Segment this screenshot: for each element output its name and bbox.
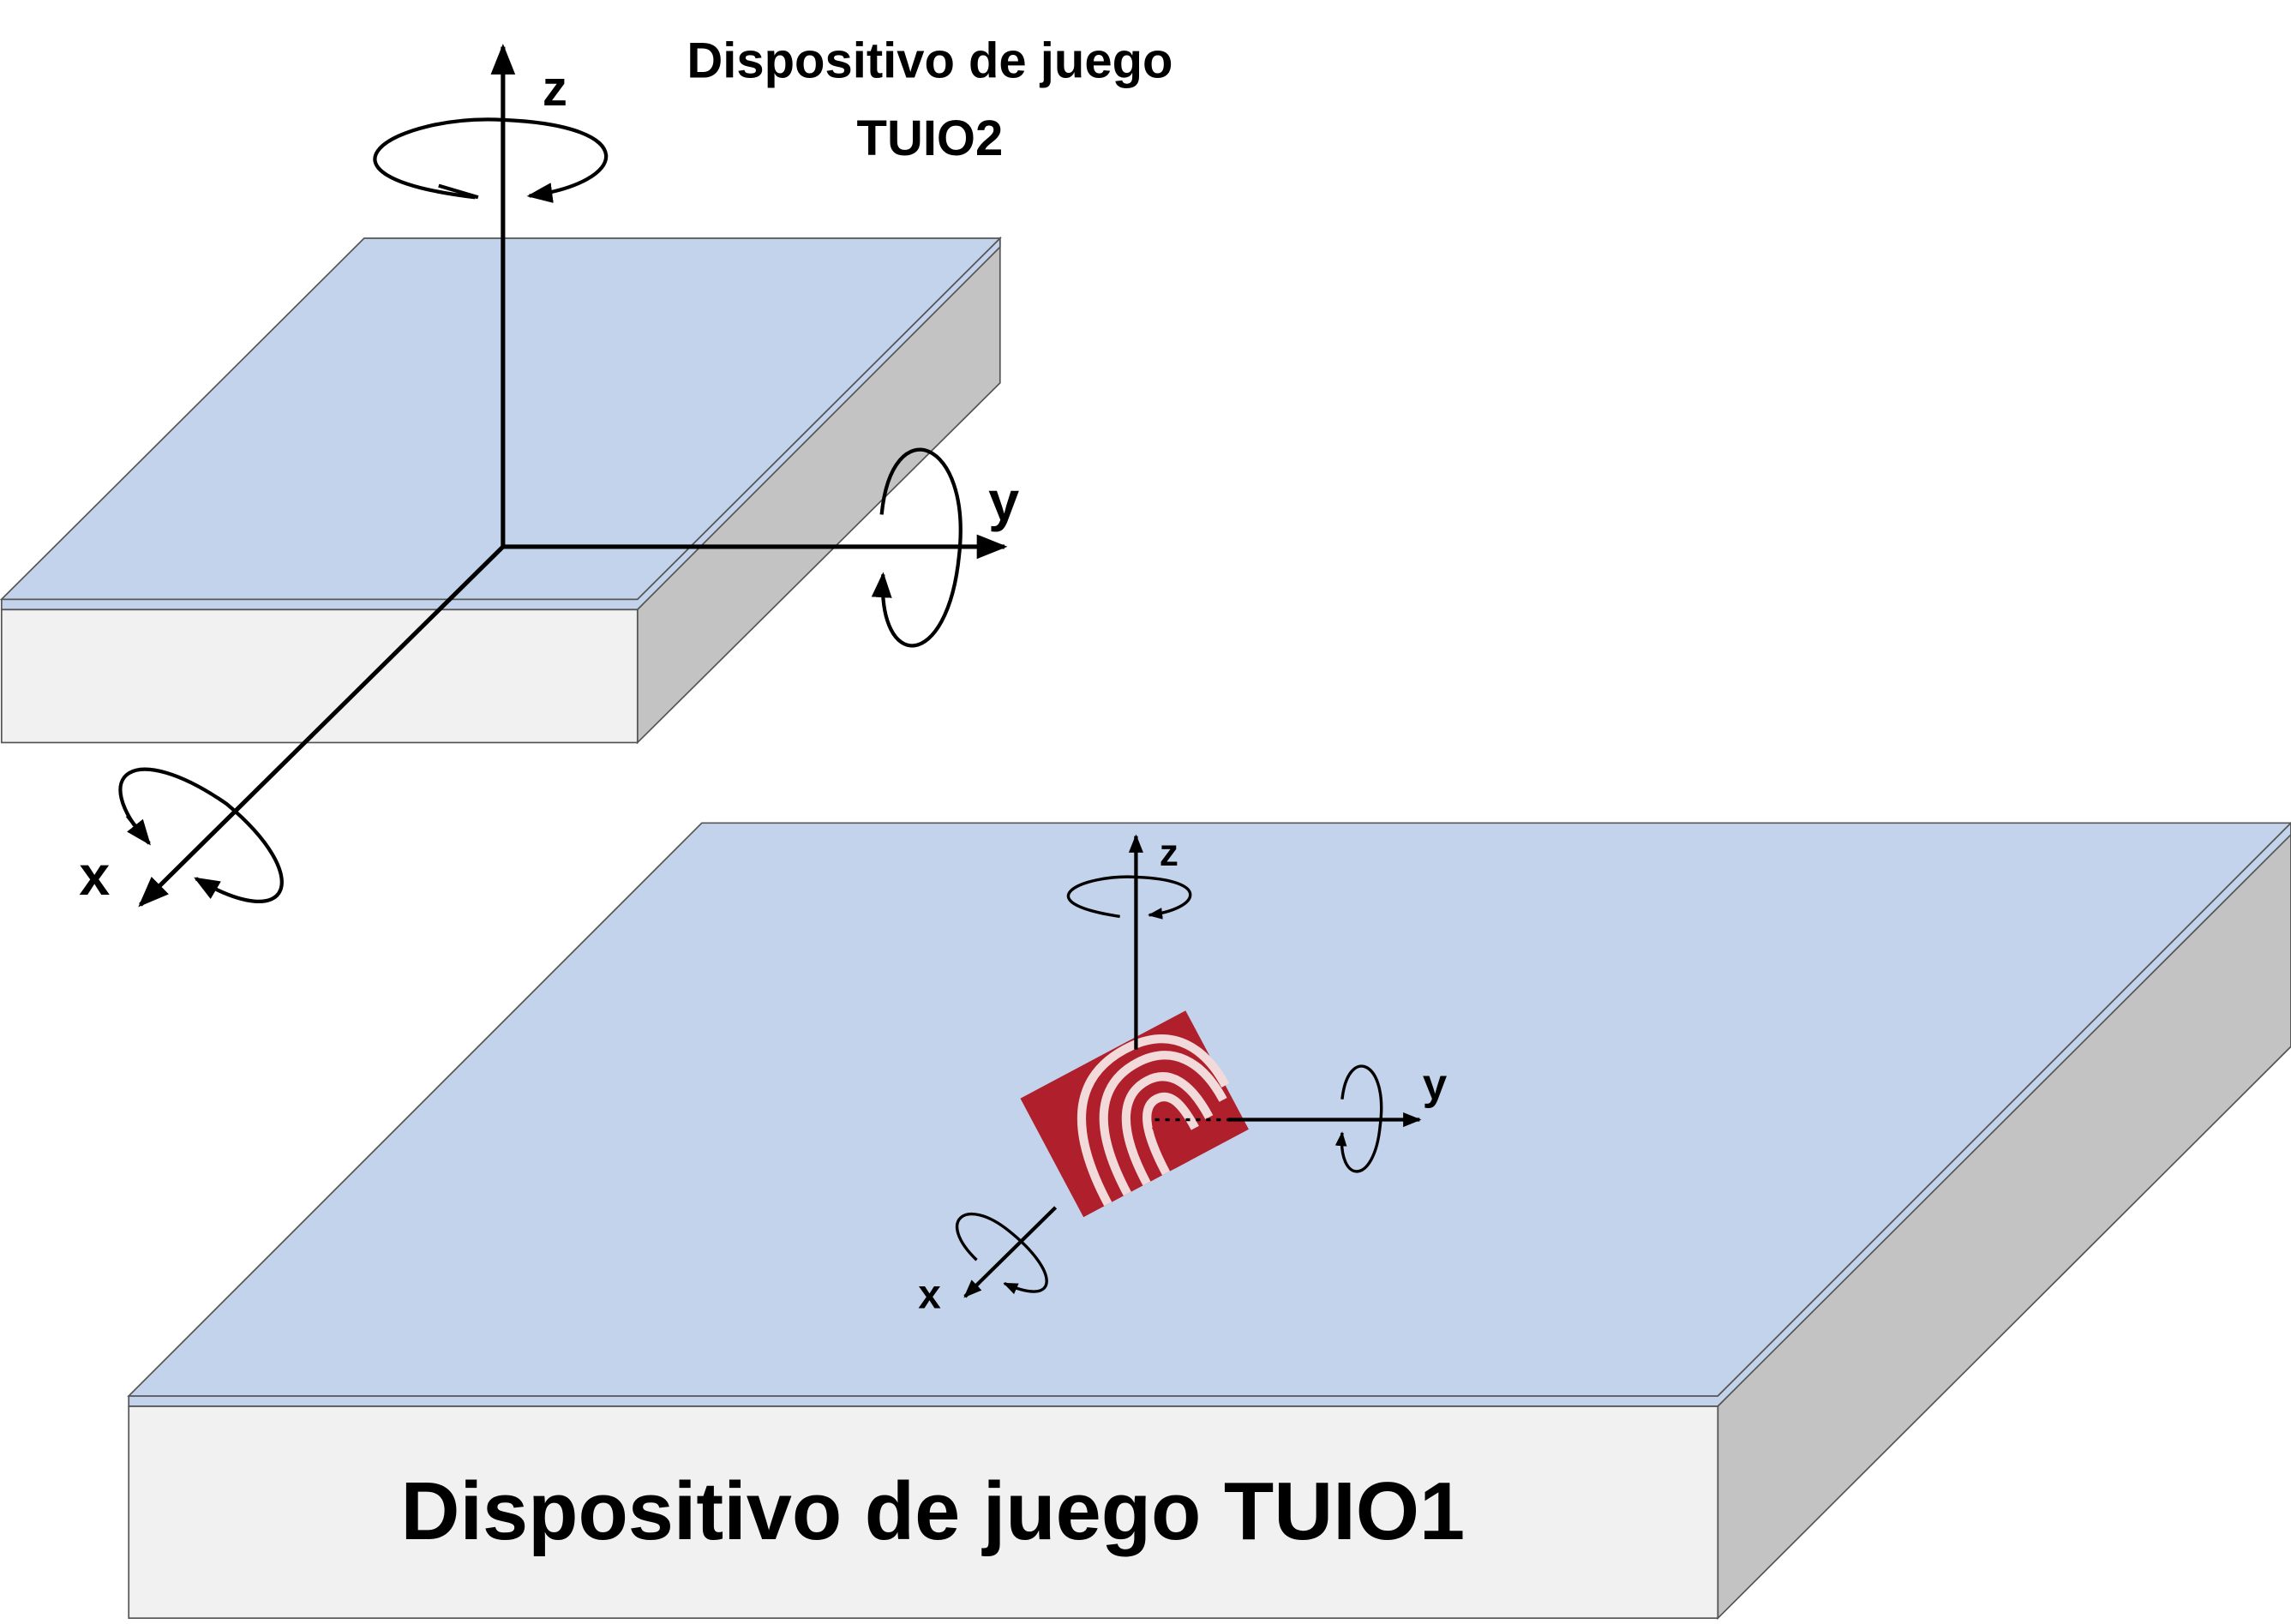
device-tuio1: z y x Dispositivo de juego TUIO1 — [127, 821, 2291, 1621]
device1-y-label: y — [1423, 1060, 1448, 1109]
fiducial-marker-icon[interactable] — [1020, 1010, 1249, 1218]
device2-z-label: z — [543, 62, 567, 117]
device1-rotation-z-icon — [1066, 875, 1192, 920]
device1-rotation-y-icon — [1334, 1064, 1383, 1173]
device1-z-label: z — [1160, 832, 1178, 874]
device1-rotation-x-icon — [955, 1212, 1048, 1295]
device2-rotation-y-icon — [871, 447, 963, 648]
device2-title-line2: TUIO2 — [857, 111, 1004, 166]
device1-x-axis — [963, 1206, 1058, 1298]
device2-rotation-z-icon — [373, 117, 609, 203]
device1-axes — [963, 834, 1422, 1298]
device2-title-line1: Dispositivo de juego — [687, 33, 1172, 88]
device1-x-label: x — [918, 1273, 941, 1318]
device-tuio2: z y x Dispositivo de juego TUIO2 — [0, 33, 1172, 908]
device2-front-face — [0, 608, 639, 744]
device2-x-label: x — [79, 844, 110, 907]
device2-axes — [138, 43, 1008, 908]
device2-rotation-x-icon — [118, 767, 284, 903]
device1-title: Dispositivo de juego TUIO1 — [401, 1466, 1466, 1557]
device1-front-face — [128, 1405, 1719, 1620]
device2-x-axis — [138, 545, 505, 908]
device2-y-label: y — [988, 470, 1019, 532]
